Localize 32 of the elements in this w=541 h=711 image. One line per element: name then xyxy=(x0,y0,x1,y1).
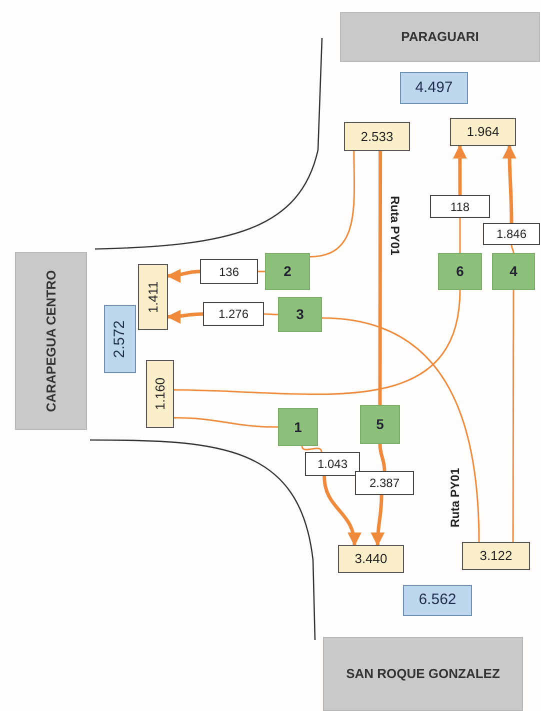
movement-box: 2 xyxy=(265,253,310,290)
flow-count-box: 1.846 xyxy=(483,223,540,245)
flow-arrow xyxy=(502,144,516,224)
count-box: 1.160 xyxy=(146,360,174,428)
count-box: 2.533 xyxy=(344,122,410,151)
count-box: 3.440 xyxy=(338,545,404,573)
movement-box: 3 xyxy=(278,297,322,332)
count-box: 1.964 xyxy=(450,118,516,146)
flow-arrow xyxy=(452,144,467,195)
total-box: 4.497 xyxy=(400,72,468,104)
flow-count-box: 2.387 xyxy=(355,471,414,495)
place-box: PARAGUARI xyxy=(340,12,540,62)
road-name: Ruta PY01 xyxy=(388,196,402,256)
flow-count-box: 1.043 xyxy=(305,452,360,476)
flow-arrow xyxy=(322,476,361,546)
flow-count-box: 136 xyxy=(200,259,258,284)
place-box: CARAPEGUA CENTRO xyxy=(15,252,87,430)
flow-count-box: 118 xyxy=(430,195,490,218)
movement-box: 1 xyxy=(278,408,318,446)
road-name: Ruta PY01 xyxy=(448,468,462,528)
movement-box: 6 xyxy=(438,253,482,290)
count-box: 3.122 xyxy=(462,542,530,570)
flow-arrow xyxy=(370,494,385,546)
flow-count-box: 1.276 xyxy=(203,302,264,326)
movement-box: 5 xyxy=(360,405,400,444)
count-box: 1.411 xyxy=(138,264,168,330)
place-box: SAN ROQUE GONZALEZ xyxy=(323,637,523,711)
total-box: 2.572 xyxy=(104,305,136,373)
movement-box: 4 xyxy=(492,253,535,290)
flow-arrow xyxy=(166,310,204,324)
total-box: 6.562 xyxy=(403,585,472,616)
flow-arrow xyxy=(166,268,200,283)
